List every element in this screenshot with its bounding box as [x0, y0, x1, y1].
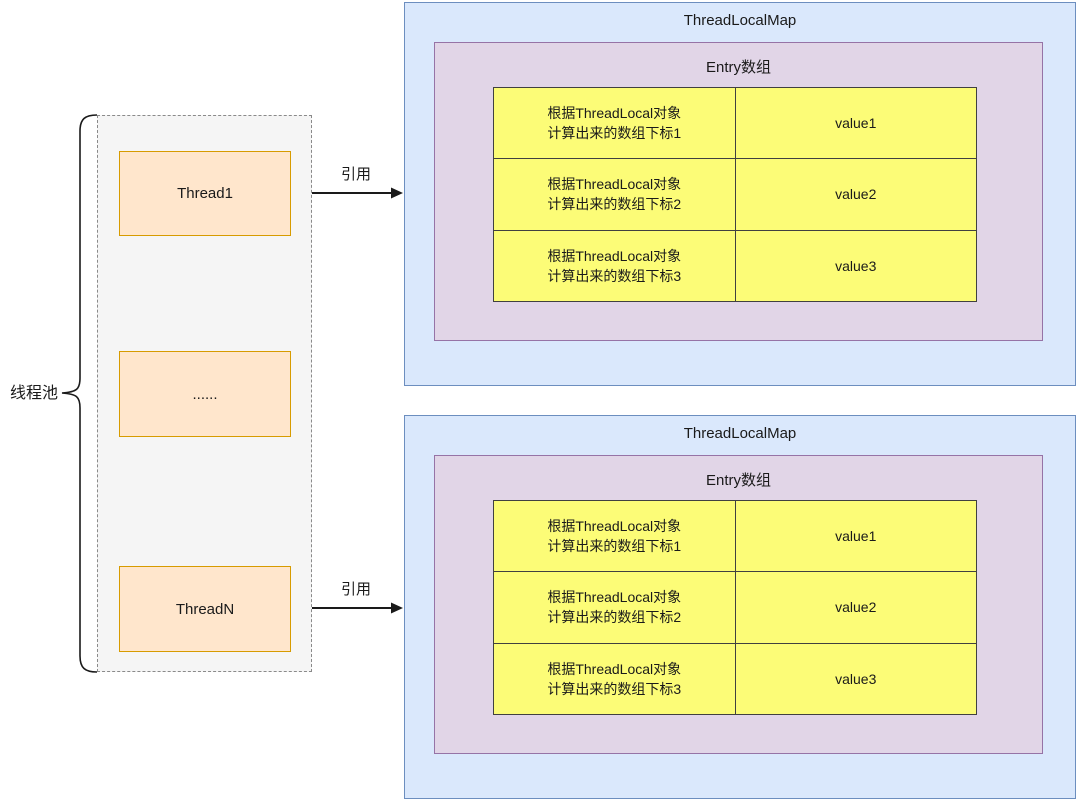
entry-value-cell: value2	[734, 158, 977, 231]
entry-key-line: 计算出来的数组下标1	[547, 538, 682, 555]
thread-box-label: ThreadN	[175, 600, 235, 618]
entry-value-cell: value1	[734, 86, 977, 160]
reference-arrowhead-2	[391, 602, 403, 614]
entry-key-line: 根据ThreadLocal对象	[547, 247, 682, 264]
threadlocalmap-box-2: ThreadLocalMap Entry数组 根据ThreadLocal对象 计…	[404, 415, 1076, 799]
entry-key-cell: 根据ThreadLocal对象 计算出来的数组下标1	[493, 86, 736, 160]
entry-key-line: 计算出来的数组下标1	[547, 125, 682, 142]
entry-value-cell: value2	[734, 571, 977, 644]
entry-row: 根据ThreadLocal对象 计算出来的数组下标2 value2	[493, 158, 977, 231]
entry-table: 根据ThreadLocal对象 计算出来的数组下标1 value1 根据Thre…	[493, 499, 977, 716]
entry-key-line: 根据ThreadLocal对象	[547, 176, 682, 193]
thread-box-thread1: Thread1	[119, 151, 291, 236]
entry-array-title: Entry数组	[705, 59, 771, 76]
entry-key-line: 计算出来的数组下标3	[547, 267, 682, 284]
reference-arrow-label-1: 引用	[340, 166, 371, 183]
entry-key-cell: 根据ThreadLocal对象 计算出来的数组下标2	[493, 158, 736, 231]
entry-array-title: Entry数组	[705, 472, 771, 489]
entry-key-cell: 根据ThreadLocal对象 计算出来的数组下标2	[493, 571, 736, 644]
entry-key-cell: 根据ThreadLocal对象 计算出来的数组下标3	[493, 229, 736, 303]
entry-key-line: 根据ThreadLocal对象	[547, 518, 682, 535]
entry-key-line: 计算出来的数组下标2	[547, 609, 682, 626]
entry-key-line: 根据ThreadLocal对象	[547, 660, 682, 677]
threadlocalmap-box-1: ThreadLocalMap Entry数组 根据ThreadLocal对象 计…	[404, 2, 1076, 386]
thread-box-threadn: ThreadN	[119, 566, 291, 652]
map-title: ThreadLocalMap	[683, 425, 797, 442]
thread-box-ellipsis: ......	[119, 351, 291, 437]
entry-table: 根据ThreadLocal对象 计算出来的数组下标1 value1 根据Thre…	[493, 86, 977, 303]
entry-row: 根据ThreadLocal对象 计算出来的数组下标3 value3	[493, 642, 977, 716]
entry-array-box: Entry数组 根据ThreadLocal对象 计算出来的数组下标1 value…	[434, 455, 1043, 754]
entry-row: 根据ThreadLocal对象 计算出来的数组下标2 value2	[493, 571, 977, 644]
entry-row: 根据ThreadLocal对象 计算出来的数组下标1 value1	[493, 499, 977, 573]
map-title: ThreadLocalMap	[683, 12, 797, 29]
entry-value-cell: value3	[734, 642, 977, 716]
reference-arrowhead-1	[391, 187, 403, 199]
thread-pool-label: 线程池	[9, 385, 58, 402]
entry-value-cell: value3	[734, 229, 977, 303]
entry-key-line: 计算出来的数组下标3	[547, 680, 682, 697]
entry-row: 根据ThreadLocal对象 计算出来的数组下标3 value3	[493, 229, 977, 303]
entry-value-cell: value1	[734, 499, 977, 573]
thread-pool-brace	[61, 114, 98, 673]
reference-arrow-label-2: 引用	[340, 581, 371, 598]
entry-key-line: 根据ThreadLocal对象	[547, 589, 682, 606]
entry-row: 根据ThreadLocal对象 计算出来的数组下标1 value1	[493, 86, 977, 160]
entry-array-box: Entry数组 根据ThreadLocal对象 计算出来的数组下标1 value…	[434, 42, 1043, 341]
thread-box-label: ......	[192, 385, 218, 403]
entry-key-line: 计算出来的数组下标2	[547, 196, 682, 213]
entry-key-cell: 根据ThreadLocal对象 计算出来的数组下标1	[493, 499, 736, 573]
thread-box-label: Thread1	[177, 185, 233, 202]
entry-key-line: 根据ThreadLocal对象	[547, 105, 682, 122]
entry-key-cell: 根据ThreadLocal对象 计算出来的数组下标3	[493, 642, 736, 716]
